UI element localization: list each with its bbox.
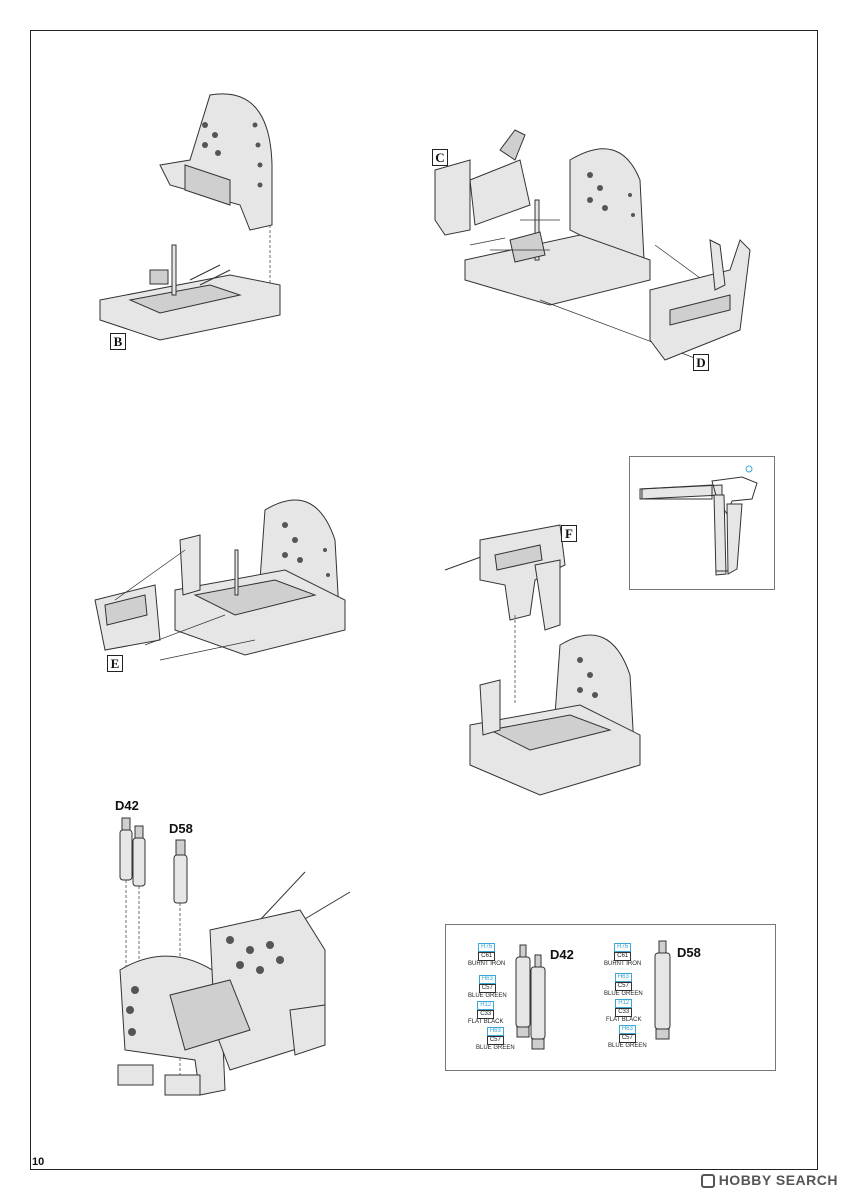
step-label-e: E	[107, 655, 123, 672]
paint-d42-name-4: BLUE GREEN	[476, 1045, 515, 1051]
paint-d42-c-4: C57	[486, 1036, 504, 1045]
paint-d42-h-4: H63	[486, 1027, 504, 1036]
paint-d42-c-1: C61	[478, 952, 496, 961]
paint-d42-callout-1: H76 C61 BURNT IRON	[468, 943, 505, 968]
paint-d42-struts	[515, 944, 546, 1050]
step-f-illustration	[444, 524, 641, 796]
paint-d58-name-1: BURNT IRON	[604, 961, 642, 967]
paint-d42-h-1: H76	[478, 943, 496, 952]
part-label-d58: D58	[169, 821, 193, 836]
paint-d42-c-3: C33	[477, 1010, 495, 1019]
paint-d58-callout-3: H12 C33 FLAT BLACK	[606, 999, 641, 1024]
bottom-left-illustration	[117, 817, 351, 1096]
step-label-f: F	[561, 525, 577, 542]
paint-d42-callout-4: H63 C57 BLUE GREEN	[476, 1027, 515, 1052]
paint-label-d42: D42	[550, 947, 574, 962]
paint-d42-c-2: C57	[478, 984, 496, 993]
paint-d42-callout-3: H12 C33 FLAT BLACK	[468, 1001, 503, 1026]
step-cd-illustration	[434, 129, 751, 361]
paint-d58-h-3: H12	[615, 999, 633, 1008]
step-e-illustration	[94, 499, 346, 661]
watermark: HOBBY SEARCH	[700, 1172, 838, 1188]
paint-d58-c-3: C33	[615, 1008, 633, 1017]
hobby-search-logo-icon	[700, 1174, 715, 1188]
step-b-illustration	[99, 93, 281, 341]
gun-detail-inset	[629, 456, 775, 590]
step-label-b: B	[110, 333, 126, 350]
paint-d58-strut	[654, 940, 671, 1040]
paint-d42-callout-2: H63 C57 BLUE GREEN	[468, 975, 507, 1000]
paint-d58-c-1: C61	[614, 952, 632, 961]
paint-d58-callout-2: H63 C57 BLUE GREEN	[604, 973, 643, 998]
paint-d58-callout-1: H76 C61 BURNT IRON	[604, 943, 641, 968]
paint-d58-h-1: H76	[614, 943, 632, 952]
paint-d58-name-2: BLUE GREEN	[604, 991, 643, 997]
paint-guide-box: D42 H76 C61 BURNT IRON H63 C57 BLUE GREE…	[445, 924, 776, 1071]
gun-detail-illustration	[639, 465, 758, 576]
paint-d58-c-4: C57	[618, 1034, 636, 1043]
paint-d42-name-1: BURNT IRON	[468, 961, 506, 967]
paint-d42-h-3: H12	[477, 1001, 495, 1010]
paint-d42-name-2: BLUE GREEN	[468, 993, 507, 999]
paint-d58-h-2: H63	[614, 973, 632, 982]
page-frame	[30, 30, 818, 1170]
paint-d58-c-2: C57	[614, 982, 632, 991]
paint-label-d58: D58	[677, 945, 701, 960]
page-number: 10	[32, 1156, 45, 1168]
paint-d42-name-3: FLAT BLACK	[468, 1019, 504, 1025]
paint-d58-h-4: H63	[618, 1025, 636, 1034]
paint-d42-h-2: H63	[478, 975, 496, 984]
step-label-d: D	[693, 354, 709, 371]
paint-d58-name-3: FLAT BLACK	[606, 1017, 642, 1023]
step-label-c: C	[432, 149, 448, 166]
paint-d58-name-4: BLUE GREEN	[608, 1043, 647, 1049]
watermark-text: HOBBY SEARCH	[718, 1172, 838, 1188]
part-label-d42: D42	[115, 798, 139, 813]
paint-d58-callout-4: H63 C57 BLUE GREEN	[608, 1025, 647, 1050]
